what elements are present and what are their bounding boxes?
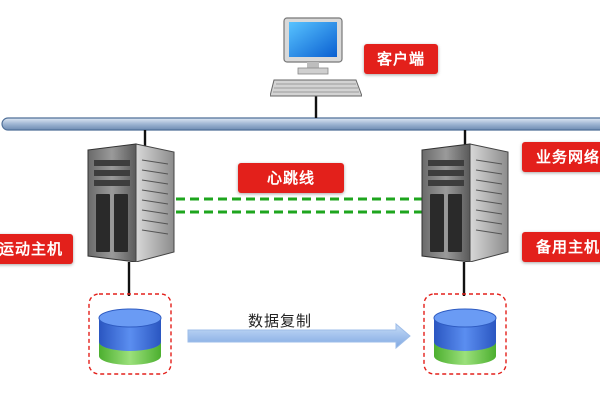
heartbeat-label: 心跳线 — [238, 163, 344, 193]
desktop-computer-icon — [270, 17, 362, 97]
database-disk-icon — [88, 293, 172, 375]
master-host-label: 运动主机 — [0, 234, 73, 264]
business-network-bus — [1, 117, 600, 131]
data-replication-arrow — [187, 322, 411, 350]
business-network-label: 业务网络 — [522, 142, 600, 172]
tower-server-icon — [421, 143, 509, 262]
data-replication-label: 数据复制 — [248, 312, 313, 330]
database-disk-icon — [423, 293, 507, 375]
client-label: 客户端 — [364, 44, 438, 74]
backup-host-label: 备用主机 — [522, 232, 600, 262]
tower-server-icon — [87, 143, 175, 262]
master-host-label-text: 运动主机 — [0, 240, 63, 258]
